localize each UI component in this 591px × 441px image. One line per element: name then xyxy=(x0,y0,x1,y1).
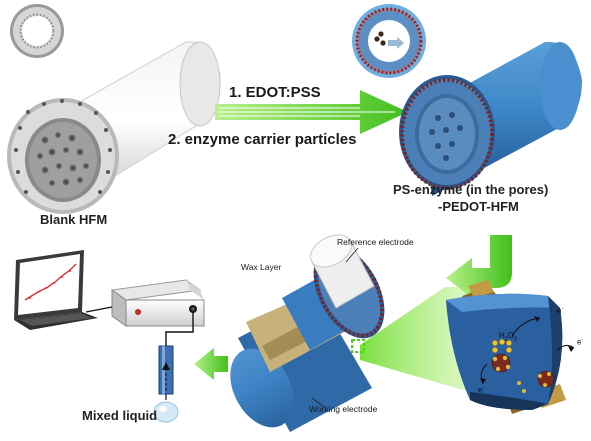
pedot-hfm-cylinder xyxy=(399,41,582,197)
blank-hfm-label: Blank HFM xyxy=(40,212,108,227)
electron-label-top: e- xyxy=(557,306,564,316)
electron-label-right: e- xyxy=(577,337,584,347)
step-2-label: 2. enzyme carrier particles xyxy=(168,131,357,148)
blank-cross-section-ring xyxy=(10,4,64,58)
process-arrow xyxy=(215,90,408,134)
step-1-label: 1. EDOT:PSS xyxy=(229,84,321,101)
h2o2-label: H2O2 xyxy=(499,331,518,343)
zoomed-membrane xyxy=(446,280,575,414)
laptop xyxy=(14,250,98,330)
left-arrow xyxy=(194,348,228,380)
ps-enzyme-label-line1: PS-enzyme (in the pores) xyxy=(393,182,549,197)
cables xyxy=(85,306,194,346)
mixed-liquid-label: Mixed liquid xyxy=(82,408,158,423)
potentiostat-box xyxy=(110,279,205,327)
ps-enzyme-label-line2: -PEDOT-HFM xyxy=(438,199,519,214)
working-electrode-label: Working electrode xyxy=(309,404,378,414)
wax-layer-label: Wax Layer xyxy=(241,262,282,272)
sensor-assembly xyxy=(230,234,385,432)
probe-electrode xyxy=(153,345,179,423)
electron-label-left: e- xyxy=(478,385,485,395)
blank-hfm-cylinder xyxy=(7,41,221,214)
zoom-beam xyxy=(360,287,470,392)
coated-cross-section-ring xyxy=(352,4,426,78)
reference-electrode-label: Reference electrode xyxy=(337,237,414,247)
down-left-arrow xyxy=(446,235,512,298)
